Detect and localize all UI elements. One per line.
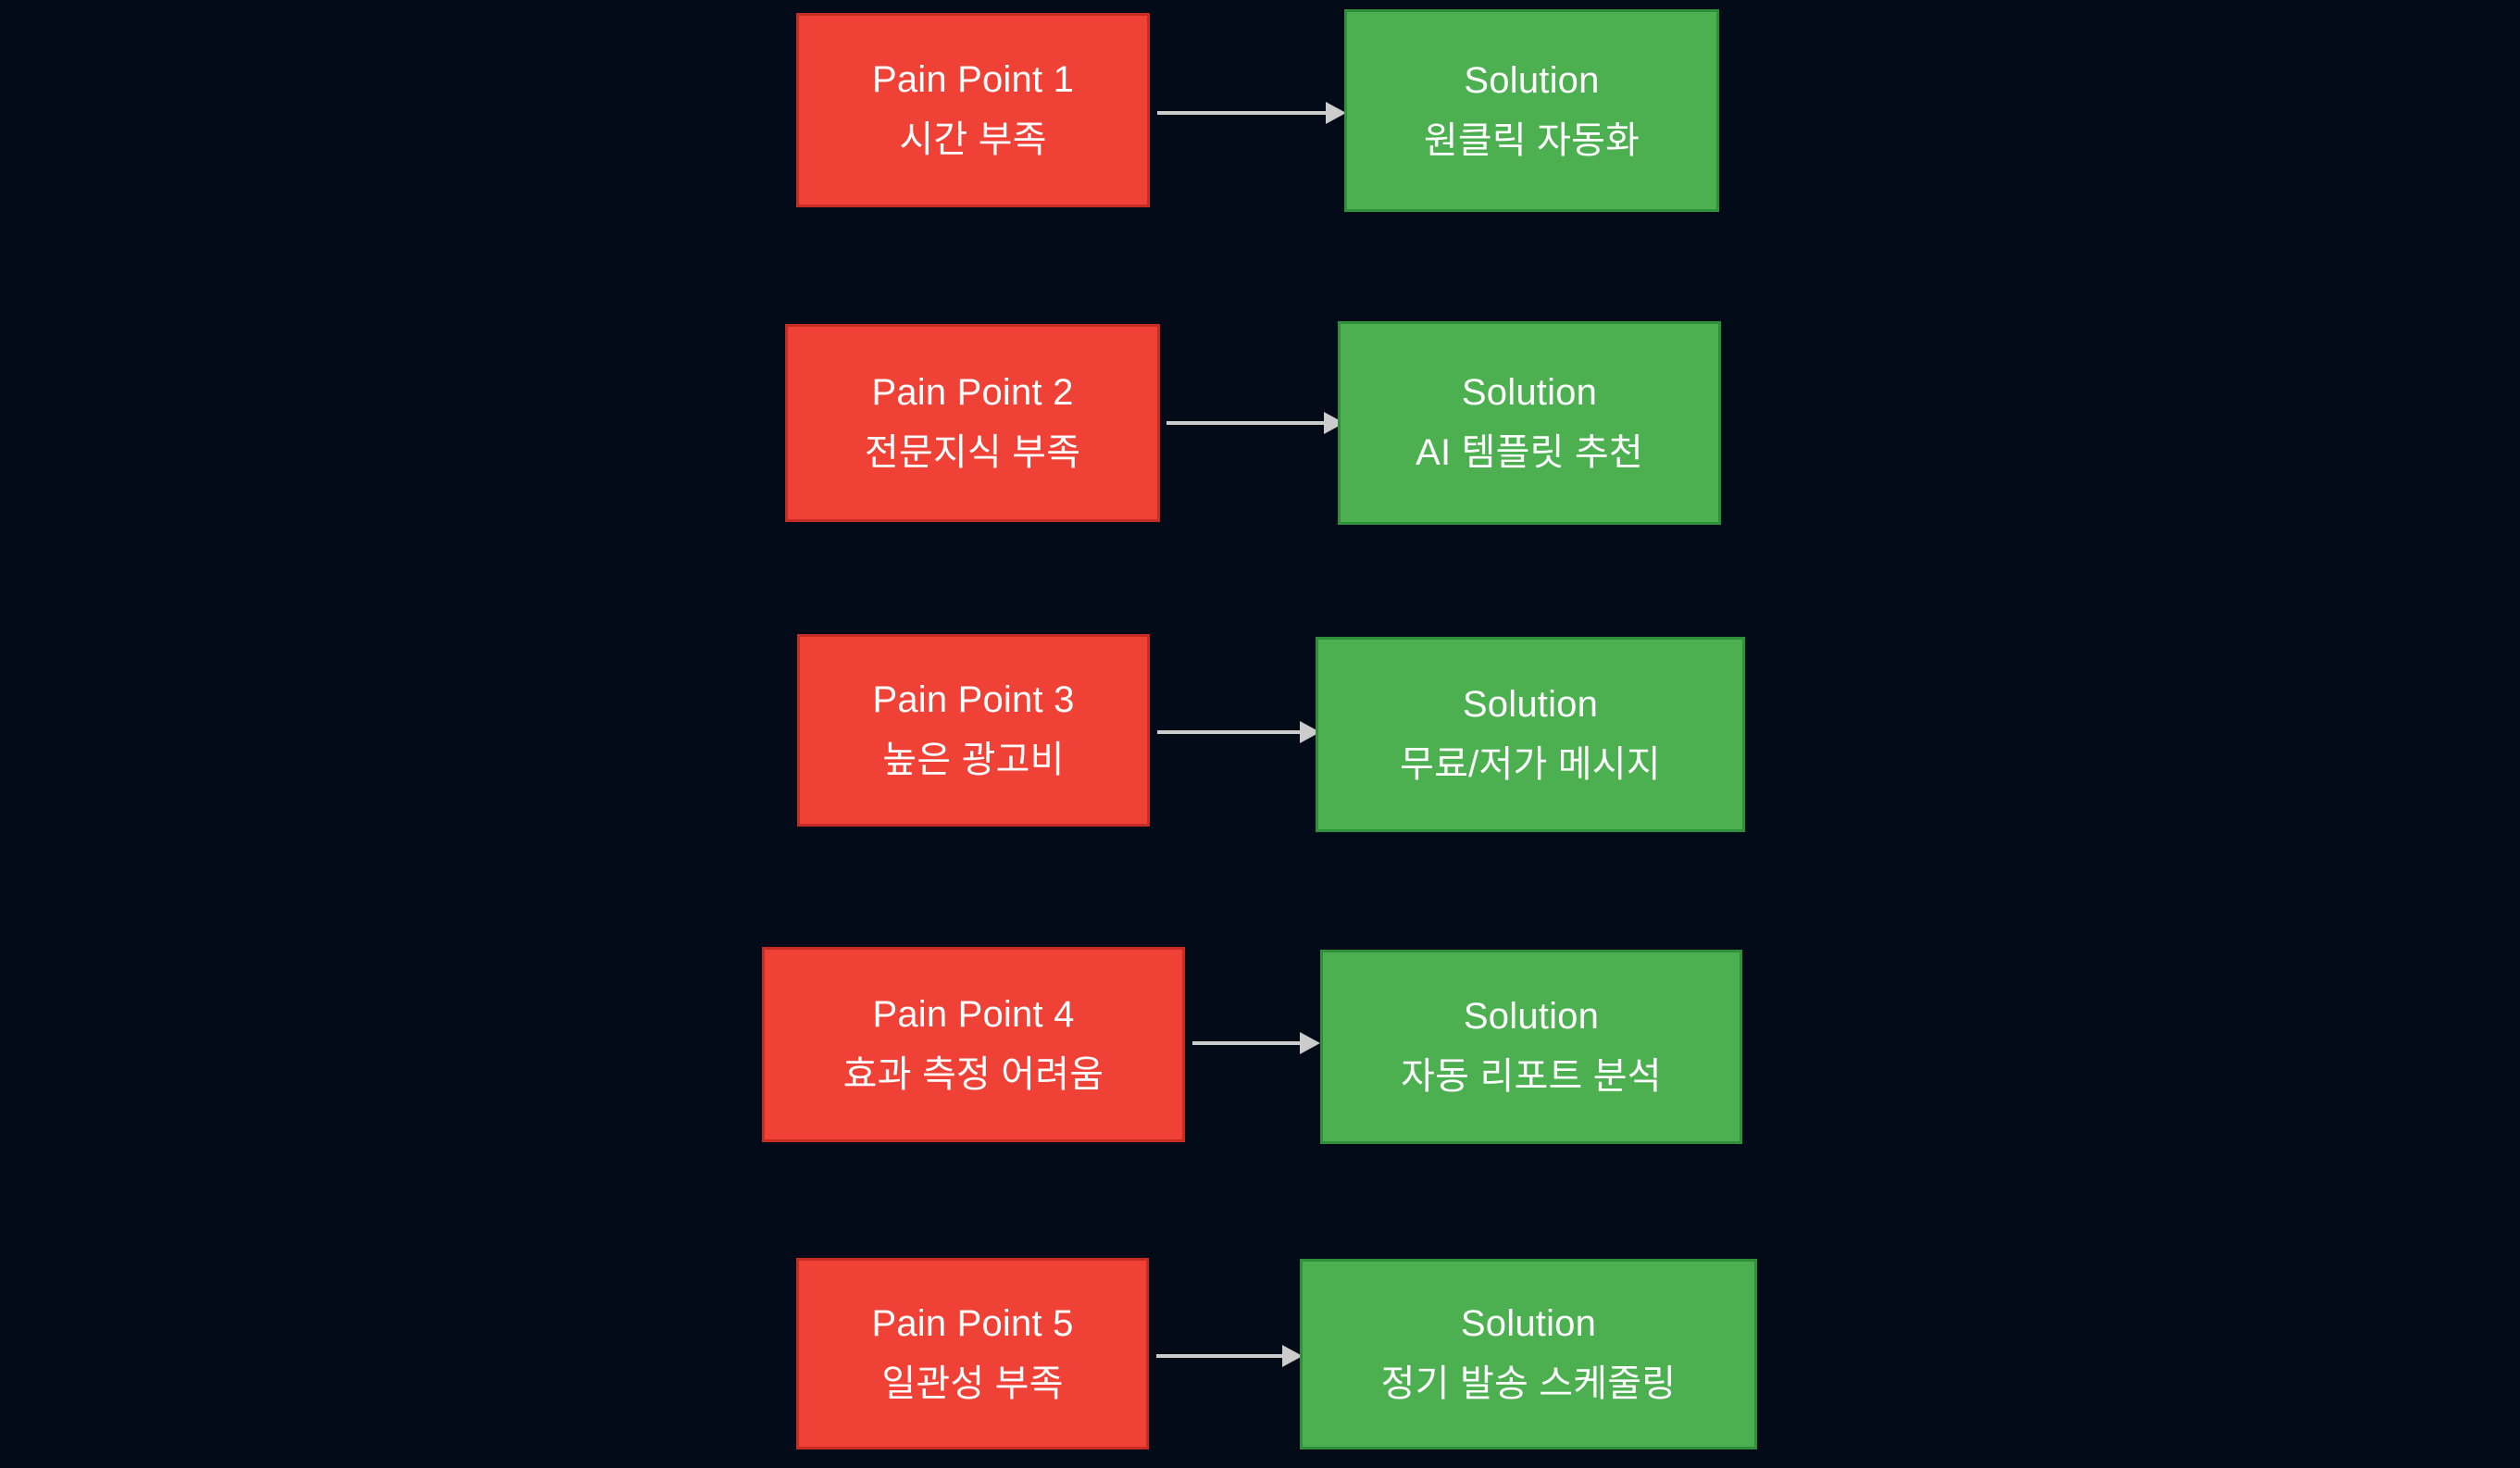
pain-point-node-3[interactable]: Pain Point 3 높은 광고비 xyxy=(797,634,1150,827)
arrow-shaft-5 xyxy=(1156,1354,1282,1358)
arrow-pain-to-solution-1 xyxy=(1157,102,1346,124)
pain-point-node-5[interactable]: Pain Point 5 일관성 부족 xyxy=(796,1258,1149,1449)
arrow-shaft-3 xyxy=(1157,730,1300,734)
solution-subtitle-5: 정기 발송 스케줄링 xyxy=(1380,1363,1677,1404)
pain-point-subtitle-5: 일관성 부족 xyxy=(881,1362,1064,1404)
pain-point-title-3: Pain Point 3 xyxy=(872,679,1075,721)
pain-point-subtitle-3: 높은 광고비 xyxy=(882,740,1065,780)
solution-title-4: Solution xyxy=(1463,996,1600,1038)
solution-subtitle-4: 자동 리포트 분석 xyxy=(1401,1056,1662,1097)
arrow-pain-to-solution-2 xyxy=(1166,412,1344,434)
pain-point-title-5: Pain Point 5 xyxy=(871,1302,1074,1344)
pain-point-subtitle-2: 전문지식 부족 xyxy=(864,432,1081,473)
pain-point-title-2: Pain Point 2 xyxy=(871,372,1074,414)
solution-subtitle-2: AI 템플릿 추천 xyxy=(1416,432,1643,473)
arrow-head-icon-5 xyxy=(1282,1345,1303,1367)
arrow-shaft-2 xyxy=(1166,421,1324,425)
solution-title-3: Solution xyxy=(1462,683,1599,725)
solution-title-1: Solution xyxy=(1464,59,1600,101)
arrow-shaft-4 xyxy=(1192,1041,1300,1045)
pain-point-node-4[interactable]: Pain Point 4 효과 측정 어려움 xyxy=(762,947,1185,1142)
arrow-shaft-1 xyxy=(1157,111,1326,115)
pain-point-title-4: Pain Point 4 xyxy=(872,993,1075,1035)
solution-title-2: Solution xyxy=(1461,372,1598,414)
pain-point-title-1: Pain Point 1 xyxy=(871,59,1075,101)
pain-point-node-1[interactable]: Pain Point 1 시간 부족 xyxy=(796,13,1150,207)
pain-point-node-2[interactable]: Pain Point 2 전문지식 부족 xyxy=(785,324,1160,522)
arrow-head-icon-3 xyxy=(1300,721,1320,743)
solution-title-5: Solution xyxy=(1460,1303,1597,1345)
solution-node-1[interactable]: Solution 원클릭 자동화 xyxy=(1344,9,1719,212)
arrow-head-icon-4 xyxy=(1300,1032,1320,1054)
pain-point-subtitle-4: 효과 측정 어려움 xyxy=(842,1053,1104,1095)
solution-node-2[interactable]: Solution AI 템플릿 추천 xyxy=(1338,321,1721,525)
arrow-pain-to-solution-4 xyxy=(1192,1032,1320,1054)
arrow-pain-to-solution-5 xyxy=(1156,1345,1303,1367)
pain-point-subtitle-1: 시간 부족 xyxy=(899,119,1047,160)
solution-node-4[interactable]: Solution 자동 리포트 분석 xyxy=(1320,950,1742,1144)
solution-node-5[interactable]: Solution 정기 발송 스케줄링 xyxy=(1300,1259,1757,1449)
solution-subtitle-1: 원클릭 자동화 xyxy=(1423,119,1640,161)
arrow-pain-to-solution-3 xyxy=(1157,721,1320,743)
solution-subtitle-3: 무료/저가 메시지 xyxy=(1400,743,1661,785)
solution-node-3[interactable]: Solution 무료/저가 메시지 xyxy=(1316,637,1745,832)
arrow-head-icon-1 xyxy=(1326,102,1346,124)
